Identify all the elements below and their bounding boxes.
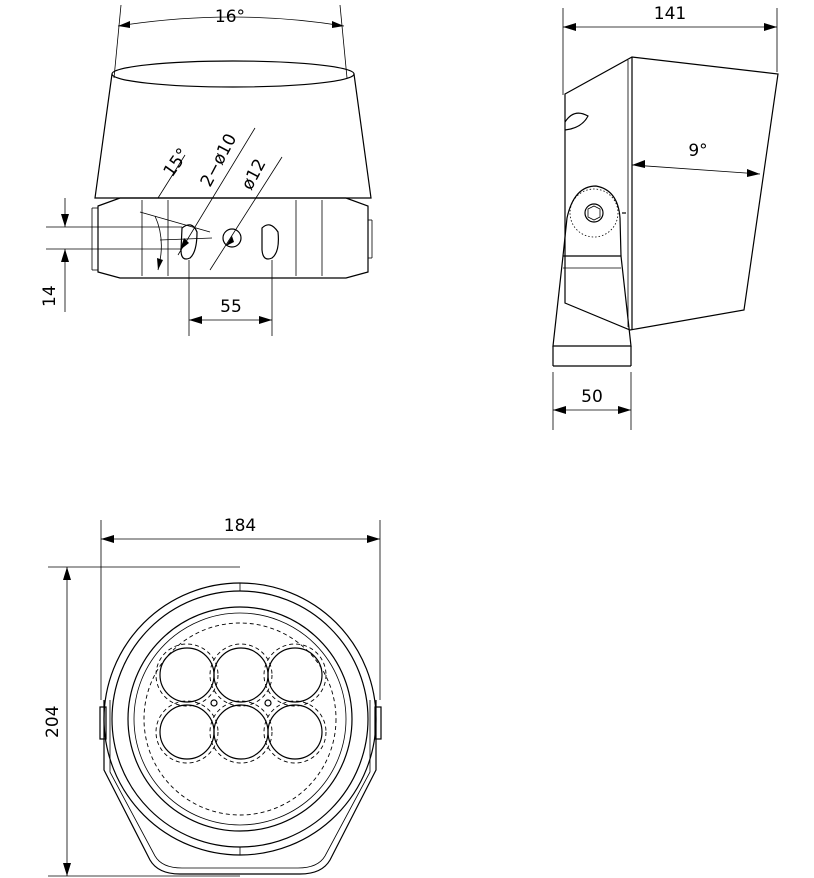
top-view-dim-height-label: 14 xyxy=(40,285,60,307)
top-view-lamp-body xyxy=(94,60,372,199)
front-view-led-array xyxy=(155,643,327,764)
front-view-yoke xyxy=(103,700,377,875)
led-1 xyxy=(159,647,215,703)
side-view-housing xyxy=(564,56,779,331)
top-view-dim-55: 55 xyxy=(188,260,273,336)
side-view: 141 9° 50 xyxy=(552,4,779,430)
led-3 xyxy=(267,647,323,703)
top-view-tilt-angle-label: 15° xyxy=(160,145,194,181)
top-view-hole-a-label: 2−ø10 xyxy=(197,131,241,191)
top-view-bracket xyxy=(91,197,373,279)
top-view-hole-b-label: ø12 xyxy=(238,156,271,194)
top-view-dim-14: 14 xyxy=(40,198,182,312)
front-view-dim-height-label: 204 xyxy=(43,706,63,738)
top-view-beam-angle-label: 16° xyxy=(215,7,245,27)
front-view-dim-width-label: 184 xyxy=(224,516,256,536)
led-5 xyxy=(213,704,269,760)
side-view-dim-base-label: 50 xyxy=(581,387,603,407)
side-view-bracket xyxy=(552,185,632,367)
led-6 xyxy=(267,704,323,760)
top-view: 16° 15° 2−ø10 xyxy=(40,4,373,336)
side-view-dim-angle-label: 9° xyxy=(688,141,707,161)
side-view-dim-length-label: 141 xyxy=(654,4,686,24)
top-view-dim-spacing-label: 55 xyxy=(220,297,242,317)
led-4 xyxy=(159,704,215,760)
led-2 xyxy=(213,647,269,703)
front-view: 184 204 xyxy=(43,516,382,877)
